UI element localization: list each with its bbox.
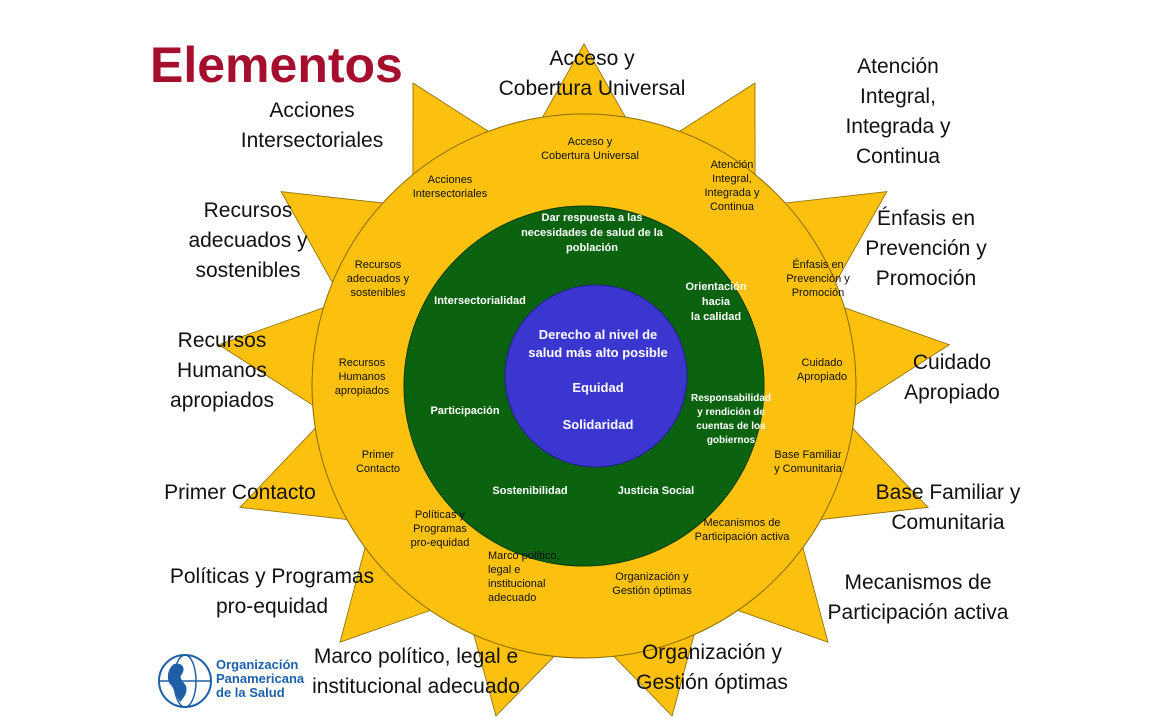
ring-label-cuidado: Cuidado Apropiado [796, 357, 848, 383]
outer-label-marco: Marco político, legal e institucional ad… [312, 645, 520, 698]
globe-icon [158, 654, 212, 708]
page-title: Elementos [150, 37, 403, 93]
outer-label-atencion: Atención Integral, Integrada y Continua [845, 55, 951, 168]
paho-logo: Organización Panamericana de la Salud [156, 652, 356, 714]
outer-label-enfasis: Énfasis en Prevención y Promoción [865, 207, 987, 290]
outer-label-organizacion: Organización y Gestión óptimas [636, 641, 788, 694]
outer-label-recursos-humanos: Recursos Humanos apropiados [170, 329, 274, 412]
principle-sostenibilidad: Sostenibilidad [492, 485, 568, 497]
ring-label-primer-contacto: Primer Contacto [355, 449, 401, 475]
outer-label-acceso: Acceso y Cobertura Universal [498, 47, 686, 100]
value-equidad: Equidad [572, 380, 624, 395]
outer-label-cuidado: Cuidado Apropiado [904, 351, 1000, 404]
ring-label-politicas: Políticas y Programas pro-equidad [410, 509, 470, 549]
principle-justicia: Justicia Social [617, 485, 695, 497]
principle-participacion: Participación [430, 405, 500, 417]
logo-text: Organización Panamericana de la Salud [216, 657, 305, 700]
ring-label-acciones: Acciones Intersectoriales [412, 174, 488, 200]
outer-label-politicas: Políticas y Programas pro-equidad [169, 565, 375, 618]
outer-label-acciones: Acciones Intersectoriales [240, 99, 384, 152]
ring-label-atencion: Atención Integral, Integrada y Continua [704, 159, 760, 213]
ring-label-mecanismos: Mecanismos de Participación activa [694, 517, 790, 543]
outer-label-mecanismos: Mecanismos de Participación activa [827, 571, 1009, 624]
ring-label-recursos-humanos: Recursos Humanos apropiados [334, 357, 390, 397]
outer-label-primer-contacto: Primer Contacto [164, 481, 316, 504]
ring-label-marco: Marco político, legal e institucional ad… [488, 550, 560, 604]
ring-label-recursos-adecuados: Recursos adecuados y sostenibles [346, 259, 410, 299]
ring-label-enfasis: Énfasis en Prevención y Promoción [786, 259, 850, 299]
principle-respuesta: Dar respuesta a las necesidades de salud… [521, 212, 663, 254]
outer-label-base-familiar: Base Familiar y Comunitaria [875, 481, 1021, 534]
ring-label-acceso: Acceso y Cobertura Universal [541, 136, 639, 162]
ring-label-organizacion: Organización y Gestión óptimas [612, 571, 692, 597]
principle-orientacion: Orientación hacia la calidad [685, 281, 747, 323]
principle-responsabilidad: Responsabilidad y rendición de cuentas d… [690, 393, 772, 446]
principle-intersectorialidad: Intersectorialidad [434, 295, 526, 307]
outer-label-recursos-adecuados: Recursos adecuados y sostenibles [188, 199, 308, 282]
ring-label-base-familiar: Base Familiar y Comunitaria [774, 449, 842, 475]
values-circle [504, 284, 688, 468]
value-derecho: Derecho al nivel de salud más alto posib… [528, 327, 668, 360]
value-solidaridad: Solidaridad [562, 417, 634, 432]
